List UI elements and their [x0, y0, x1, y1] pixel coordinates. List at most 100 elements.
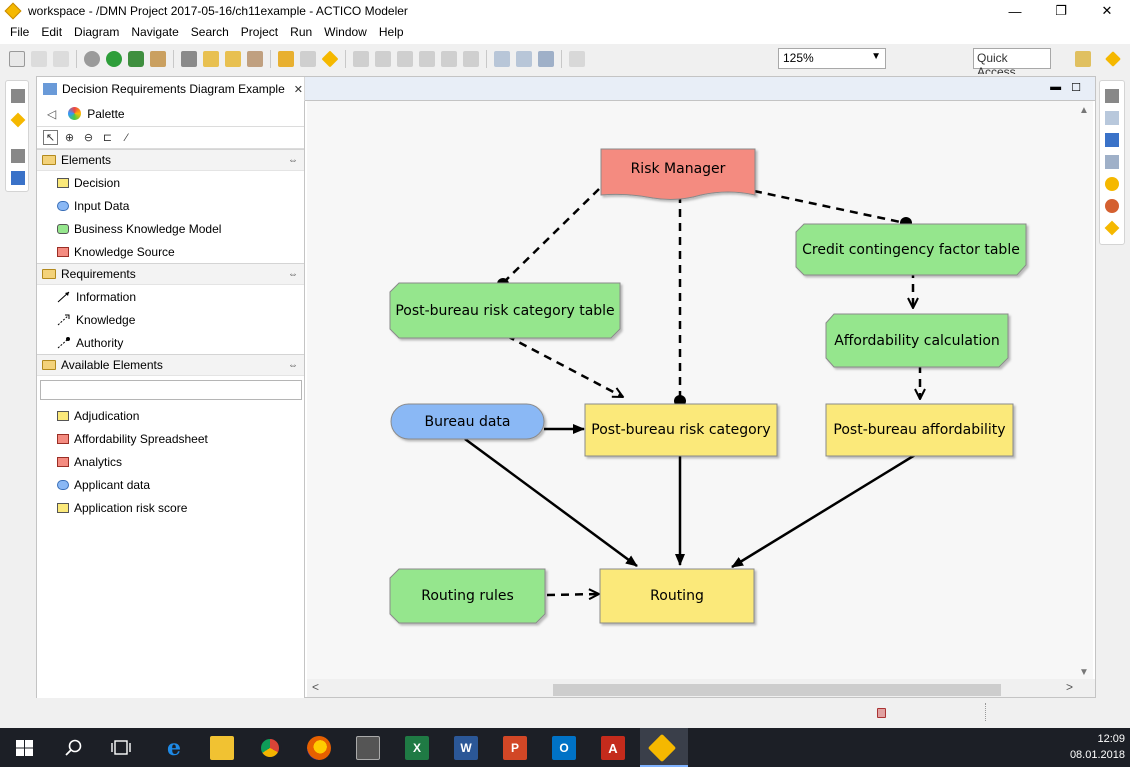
bkm-routing-rules[interactable] [389, 568, 546, 624]
copy-icon[interactable] [463, 51, 479, 67]
align-icon[interactable] [516, 51, 532, 67]
menu-search[interactable]: Search [190, 25, 229, 39]
editor-tab[interactable]: Decision Requirements Diagram Example ✕ [37, 77, 305, 101]
menu-help[interactable]: Help [378, 25, 404, 39]
menu-file[interactable]: File [10, 25, 30, 39]
chrome-icon[interactable] [258, 736, 282, 760]
restore-icon[interactable] [11, 89, 25, 103]
scroll-up-icon[interactable]: ▲ [1079, 105, 1089, 116]
edit-icon[interactable] [247, 51, 263, 67]
firefox-icon[interactable] [307, 736, 331, 760]
zoom-combo[interactable]: 125% ▼ [778, 48, 886, 69]
scroll-down-icon[interactable]: ▼ [1079, 667, 1089, 678]
menu-project[interactable]: Project [240, 25, 279, 39]
acrobat-icon[interactable]: A [601, 736, 625, 760]
zoom-out-icon[interactable]: ⊖ [83, 132, 94, 144]
pin-icon[interactable]: ⇔ [288, 359, 298, 371]
edge-browser-icon[interactable]: e [167, 735, 181, 761]
knowledge-source-risk-manager[interactable] [600, 148, 756, 200]
palette-item-adjudication[interactable]: Adjudication [37, 404, 304, 427]
drawer-available-elements[interactable]: Available Elements ⇔ [37, 354, 304, 376]
zoom-in-icon[interactable]: ⊕ [64, 132, 75, 144]
last-edit-icon[interactable] [397, 51, 413, 67]
new-icon[interactable] [9, 51, 25, 67]
palette-item-analytics[interactable]: Analytics [37, 450, 304, 473]
menu-navigate[interactable]: Navigate [131, 25, 179, 39]
run-icon[interactable] [106, 51, 122, 67]
task-view-icon[interactable] [111, 740, 131, 755]
search-icon[interactable] [65, 739, 82, 756]
palette-item-knowledge-source[interactable]: Knowledge Source [37, 240, 304, 263]
outlook-icon[interactable]: O [552, 736, 576, 760]
problems-icon[interactable] [1105, 133, 1119, 147]
horizontal-scrollbar[interactable]: < > [307, 679, 1095, 697]
scroll-left-icon[interactable]: < [312, 680, 320, 694]
maximize-view-icon[interactable]: ☐ [1071, 82, 1081, 94]
tasks-icon[interactable] [1105, 155, 1119, 169]
marquee-tool-icon[interactable]: ⊏ [102, 132, 113, 144]
palette-header[interactable]: ◁ Palette [37, 101, 304, 127]
select-tool-icon[interactable]: ↖ [43, 130, 58, 145]
calculator-icon[interactable] [356, 736, 380, 760]
menu-diagram[interactable]: Diagram [74, 25, 120, 39]
system-clock[interactable]: 12:09 08.01.2018 [1070, 731, 1125, 763]
pin-icon[interactable] [181, 51, 197, 67]
external-tools-icon[interactable] [128, 51, 144, 67]
acticoview-icon[interactable] [10, 112, 26, 128]
bkm-affordability-calc[interactable] [825, 313, 1009, 368]
restore-icon[interactable] [1105, 89, 1119, 103]
word-icon[interactable]: W [454, 736, 478, 760]
bkm-credit-table[interactable] [795, 223, 1027, 276]
authority-edge-rm-risk[interactable] [674, 195, 686, 407]
chevron-left-icon[interactable]: ◁ [47, 106, 57, 121]
properties-icon[interactable] [1105, 111, 1119, 125]
knowledge-edge-rules-routing[interactable] [546, 594, 599, 595]
information-edge-afford-routing[interactable] [731, 453, 916, 569]
debug-icon[interactable] [84, 51, 100, 67]
palette-item-information[interactable]: Information [37, 285, 304, 308]
maximize-button[interactable]: ❐ [1055, 3, 1067, 18]
minimize-view-icon[interactable]: ▬ [1050, 81, 1062, 93]
acticoperspective-icon[interactable] [1105, 51, 1121, 67]
drawer-elements[interactable]: Elements ⇔ [37, 149, 304, 171]
palette-item-authority[interactable]: Authority [37, 331, 304, 354]
pin-icon[interactable]: ⇔ [288, 154, 298, 166]
save-icon[interactable] [31, 51, 47, 67]
acticoview-icon[interactable] [1104, 220, 1120, 236]
palette-item-decision[interactable]: Decision [37, 171, 304, 194]
rules-icon[interactable] [1105, 177, 1119, 191]
outline-icon[interactable] [11, 171, 25, 185]
pin-icon[interactable]: ⇔ [288, 268, 298, 280]
scroll-right-icon[interactable]: > [1065, 680, 1073, 694]
next-annotation-icon[interactable] [353, 51, 369, 67]
palette-item-applicant-data[interactable]: Applicant data [37, 473, 304, 496]
open-folder-icon[interactable] [203, 51, 219, 67]
select-all-icon[interactable] [569, 51, 585, 67]
palette-item-knowledge[interactable]: Knowledge [37, 308, 304, 331]
close-tab-icon[interactable]: ✕ [293, 83, 303, 96]
save-all-icon[interactable] [53, 51, 69, 67]
connection-tool-icon[interactable]: ⁄ [125, 131, 128, 144]
close-button[interactable]: ✕ [1101, 3, 1113, 18]
redo-icon[interactable] [300, 51, 316, 67]
scrollbar-thumb[interactable] [553, 684, 1001, 696]
drawer-requirements[interactable]: Requirements ⇔ [37, 263, 304, 285]
palette-item-affordability-spreadsheet[interactable]: Affordability Spreadsheet [37, 427, 304, 450]
diagram-canvas[interactable]: Risk Manager Credit contingency factor t… [307, 101, 1093, 679]
prev-annotation-icon[interactable] [375, 51, 391, 67]
knowledge-edge-table-risk[interactable] [506, 334, 623, 399]
layout-icon[interactable] [494, 51, 510, 67]
excel-icon[interactable]: X [405, 736, 429, 760]
menu-edit[interactable]: Edit [41, 25, 63, 39]
annotate-icon[interactable] [150, 51, 166, 67]
acticoactivity-icon[interactable] [321, 50, 339, 68]
decision-post-bureau-afford[interactable] [825, 403, 1014, 457]
palette-item-input-data[interactable]: Input Data [37, 194, 304, 217]
palette-item-bkm[interactable]: Business Knowledge Model [37, 217, 304, 240]
quick-access-input[interactable]: Quick Access [973, 48, 1051, 79]
file-explorer-icon[interactable] [210, 736, 234, 760]
restore-icon[interactable] [11, 149, 25, 163]
bkm-post-bureau-table[interactable] [389, 282, 621, 339]
windows-start-icon[interactable] [16, 740, 33, 756]
menu-window[interactable]: Window [324, 25, 367, 39]
